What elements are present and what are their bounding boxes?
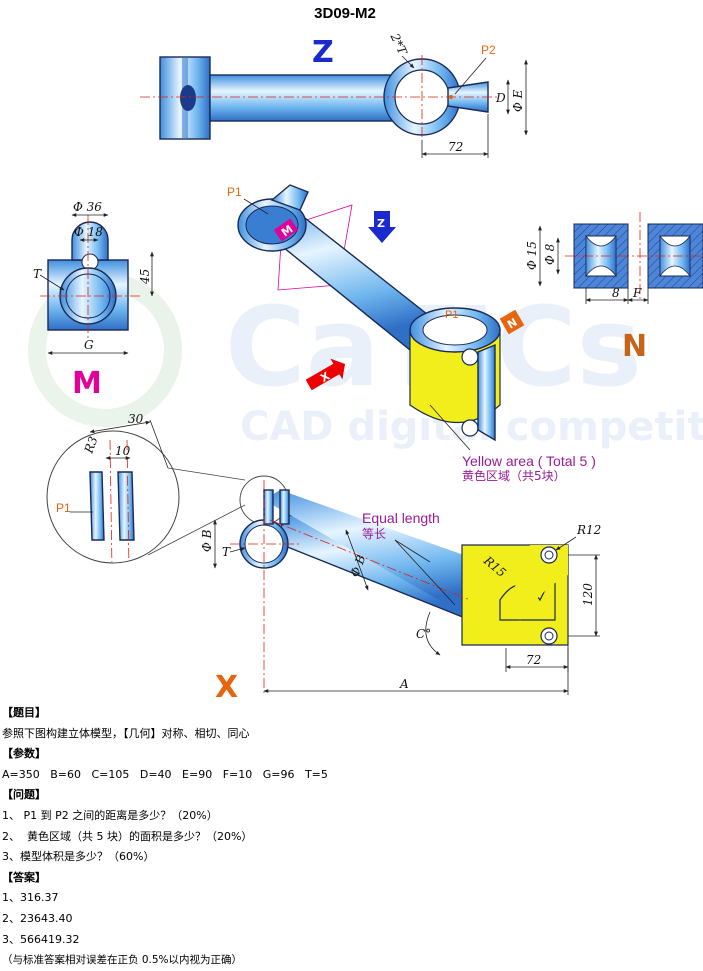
dim-72-top: 72 [448,140,463,154]
dim-t-x: T [222,545,231,559]
dim-phi15: Φ 15 [525,241,539,270]
view-iso: P1 P1 M Z N X Yellow area ( Total 5 ) 黄色… [227,184,596,483]
dim-2t: 2*T [387,30,410,57]
dim-t: T [33,267,42,281]
heading-answers: 【答案】 [2,870,46,884]
dim-phi-b-left: Φ B [200,529,214,552]
answer-2: 2、23643.40 [2,911,73,925]
heading-params: 【参数】 [2,747,46,761]
dim-g: G [84,338,94,352]
dim-phi-e: Φ E [511,89,525,112]
dim-10: 10 [115,444,131,458]
view-label-x: X [215,670,238,700]
dim-r12: R12 [576,523,601,537]
point-label-p1-iso: P1 [227,185,242,199]
answer-1: 1、316.37 [2,891,59,905]
page-title: 3D09-M2 [314,5,376,22]
view-label-z: Z [312,35,334,70]
heading-topic: 【题目】 [2,706,46,719]
question-3: 3、模型体积是多少？（60%） [2,850,155,864]
marker-x-icon: X [305,358,346,391]
question-2: 2、 黄色区域（共 5 块）的面积是多少？（20%） [2,829,253,843]
view-z: Z P2 2*T D Φ E 72 [140,30,528,158]
point-label-p1-iso2: P1 [445,309,458,321]
marker-z-letter: Z [377,217,385,230]
answer-3: 3、566419.32 [2,932,80,946]
view-n: N Φ 15 Φ 8 8 F [525,212,703,364]
drawing-canvas: CaTICs CAD digital competition 3D09-M2 Z… [28,5,703,700]
dim-phi18: Φ 18 [74,225,103,239]
point-label-p2: P2 [481,43,496,57]
tolerance-note: （与标准答案相对误差在正负 0.5%以内视为正确） [2,954,243,967]
marker-m-icon: M [273,218,299,242]
dim-30: 30 [128,412,144,426]
dim-f: F [632,286,642,300]
question-1: 1、 P1 到 P2 之间的距离是多少？（20%） [2,808,218,822]
equal-length-en: Equal length [362,510,440,526]
heading-questions: 【问题】 [2,788,46,802]
marker-z-icon: Z [368,211,396,243]
view-x: X Φ B T Φ B Equal length 等长 R12 R15 120 [200,475,601,700]
problem-text: 【题目】 参照下图构建立体模型，【几何】对称、相切、同心 【参数】 A=350 … [2,703,702,971]
dim-a: A [399,677,409,691]
view-label-m: M [72,366,102,401]
dim-r3: R3 [81,434,100,456]
yellow-area-cn: 黄色区域（共5块） [462,469,566,483]
dim-45: 45 [138,269,152,285]
dim-8: 8 [612,286,620,300]
yellow-area-en: Yellow area ( Total 5 ) [462,453,596,469]
dim-phi8: Φ 8 [543,243,557,265]
point-label-p1-detail: P1 [56,501,71,515]
topic-text: 参照下图构建立体模型，【几何】对称、相切、同心 [2,726,250,740]
dim-120: 120 [581,583,595,606]
view-detail: 30 R3 10 P1 [46,412,246,564]
dim-72-bottom: 72 [526,653,541,667]
marker-n-icon: N [499,309,525,335]
equal-length-cn: 等长 [362,527,386,541]
view-m: M Φ 36 Φ 18 T 45 G [33,200,154,401]
dim-phi36: Φ 36 [73,200,102,214]
view-label-n: N [622,329,647,364]
dim-c-deg: C° [416,627,431,641]
dim-d: D [495,91,506,105]
params-text: A=350 B=60 C=105 D=40 E=90 F=10 G=96 T=5 [2,767,328,781]
